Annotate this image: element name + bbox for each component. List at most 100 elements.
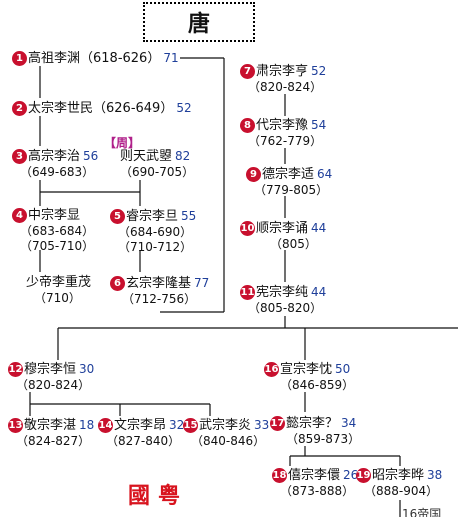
emperor-name: 文宗李昂 bbox=[114, 418, 167, 433]
emperor-age: 52 bbox=[311, 64, 327, 78]
emperor-years: （805） bbox=[270, 237, 317, 251]
badge-12: 12 bbox=[8, 362, 23, 377]
emperor-age: 64 bbox=[317, 167, 333, 181]
emperor-years: （840-846） bbox=[191, 434, 266, 448]
badge-17: 17 bbox=[270, 416, 285, 431]
emperor-age: 44 bbox=[311, 285, 327, 299]
emperor-years: （805-820） bbox=[248, 301, 323, 315]
emperor-years: （827-840） bbox=[106, 434, 181, 448]
emperor-name: 少帝李重茂 bbox=[26, 275, 92, 290]
emperor-age: 33 bbox=[254, 418, 270, 432]
emperor-name: 武宗李炎 bbox=[199, 418, 252, 433]
badge-9: 9 bbox=[246, 167, 261, 182]
emperor-age: 71 bbox=[163, 51, 179, 65]
emperor-years: （683-684） （705-710） bbox=[20, 224, 95, 253]
emperor-name: 懿宗李？ bbox=[286, 416, 339, 431]
badge-14: 14 bbox=[98, 418, 113, 433]
badge-3: 3 bbox=[12, 149, 27, 164]
emperor-age: 54 bbox=[311, 118, 327, 132]
emperor-age: 30 bbox=[79, 362, 95, 376]
badge-10: 10 bbox=[240, 221, 255, 236]
badge-4: 4 bbox=[12, 208, 27, 223]
badge-11: 11 bbox=[240, 285, 255, 300]
emperor-years: （762-779） bbox=[248, 134, 323, 148]
emperor-years: （846-859） bbox=[280, 378, 355, 392]
emperor-age: 77 bbox=[194, 276, 210, 290]
emperor-age: 82 bbox=[175, 149, 191, 163]
emperor-name: 敬宗李湛 bbox=[24, 418, 77, 433]
truncated-label: 16帝国 bbox=[402, 507, 442, 517]
zhou-label: 【周】 bbox=[104, 136, 141, 150]
emperor-years: （710） bbox=[34, 291, 81, 305]
emperor-age: 52 bbox=[176, 101, 192, 115]
red-seal-stamp: 國粤 bbox=[128, 483, 189, 509]
emperor-name: 穆宗李恒 bbox=[24, 362, 77, 377]
emperor-years: （873-888） bbox=[280, 484, 355, 498]
emperor-age: 26 bbox=[343, 468, 359, 482]
badge-13: 13 bbox=[8, 418, 23, 433]
emperor-years: （859-873） bbox=[286, 432, 361, 446]
emperor-years: （618-626） bbox=[80, 51, 161, 66]
emperor-node-shaodi: 少帝李重茂 （710） bbox=[26, 275, 91, 306]
emperor-years: （649-683） bbox=[20, 165, 95, 179]
dynasty-title-box: 唐 bbox=[143, 2, 255, 42]
badge-15: 15 bbox=[183, 418, 198, 433]
emperor-years: （684-690） （710-712） bbox=[118, 225, 193, 254]
emperor-years: （888-904） bbox=[364, 484, 439, 498]
badge-2: 2 bbox=[12, 101, 27, 116]
emperor-name: 高宗李治 bbox=[28, 149, 81, 164]
emperor-age: 55 bbox=[181, 209, 197, 223]
emperor-years: （779-805） bbox=[254, 183, 329, 197]
emperor-years: （690-705） bbox=[120, 165, 195, 179]
emperor-years: （820-824） bbox=[248, 80, 323, 94]
emperor-name: 宣宗李忱 bbox=[280, 362, 333, 377]
emperor-years: （712-756） bbox=[122, 292, 197, 306]
emperor-years: （820-824） bbox=[16, 378, 91, 392]
emperor-name: 则天武曌 bbox=[120, 149, 173, 164]
emperor-name: 昭宗李晔 bbox=[372, 468, 425, 483]
emperor-name: 太宗李世民 bbox=[28, 101, 94, 116]
emperor-age: 34 bbox=[341, 416, 357, 430]
emperor-age: 38 bbox=[427, 468, 443, 482]
badge-5: 5 bbox=[110, 209, 125, 224]
emperor-years: （626-649） bbox=[93, 101, 174, 116]
badge-8: 8 bbox=[240, 118, 255, 133]
emperor-age: 50 bbox=[335, 362, 351, 376]
emperor-name: 僖宗李儇 bbox=[288, 468, 341, 483]
emperor-name: 高祖李渊 bbox=[28, 51, 81, 66]
badge-6: 6 bbox=[110, 276, 125, 291]
emperor-name: 玄宗李隆基 bbox=[126, 276, 192, 291]
dynasty-title: 唐 bbox=[187, 11, 210, 37]
emperor-years: （824-827） bbox=[16, 434, 91, 448]
badge-1: 1 bbox=[12, 51, 27, 66]
emperor-age: 44 bbox=[311, 221, 327, 235]
badge-7: 7 bbox=[240, 64, 255, 79]
emperor-name: 德宗李适 bbox=[262, 167, 315, 182]
emperor-name: 肃宗李亨 bbox=[256, 64, 309, 79]
emperor-name: 代宗李豫 bbox=[256, 118, 309, 133]
emperor-name: 顺宗李诵 bbox=[256, 221, 309, 236]
badge-19: 19 bbox=[356, 468, 371, 483]
emperor-age: 18 bbox=[79, 418, 95, 432]
emperor-name: 中宗李显 bbox=[28, 208, 81, 223]
emperor-name: 睿宗李旦 bbox=[126, 209, 179, 224]
badge-16: 16 bbox=[264, 362, 279, 377]
